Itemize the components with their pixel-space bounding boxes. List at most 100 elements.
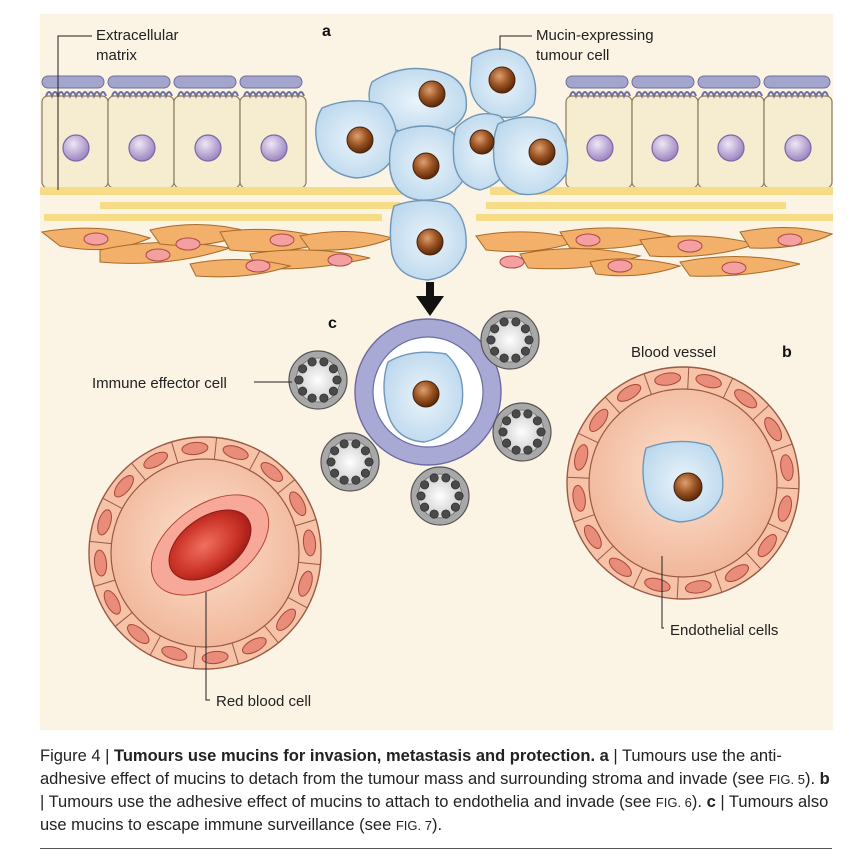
- label-mucin-tumour-cell-line1: Mucin-expressing: [536, 27, 654, 44]
- immune-effector-cell: [480, 310, 540, 370]
- granule: [360, 446, 370, 456]
- granule: [416, 491, 426, 501]
- vessel-left: [88, 436, 322, 670]
- granule: [351, 475, 361, 485]
- red-blood-cell: [150, 494, 270, 596]
- endothelial-nucleus: [242, 637, 267, 655]
- granule: [441, 473, 451, 483]
- figure-caption: Figure 4 | Tumours use mucins for invasi…: [40, 745, 830, 837]
- granule: [502, 416, 512, 426]
- caption-text-a: | Tumours use the anti-adhesive effect o…: [40, 747, 782, 788]
- endothelial-nucleus: [654, 372, 682, 386]
- endothelial-nucleus: [574, 444, 589, 471]
- granule: [298, 386, 308, 396]
- mucin-diagram: a b c Extracellular matrix Mucin-express…: [40, 14, 834, 730]
- invasion-arrow: [416, 282, 444, 316]
- extracellular-matrix-bands: [40, 187, 833, 221]
- granule: [351, 439, 361, 449]
- immune-effector-cells: [288, 310, 552, 526]
- vessel-right: [566, 366, 800, 600]
- endothelial-nucleus: [589, 408, 609, 432]
- label-mucin-tumour-cell-line2: tumour cell: [536, 47, 609, 64]
- granule: [490, 324, 500, 334]
- epithelium-right: [565, 75, 833, 189]
- granule: [420, 502, 430, 512]
- granule: [520, 324, 530, 334]
- endothelial-nucleus: [724, 564, 749, 583]
- endothelial-nucleus: [113, 475, 134, 498]
- panel-label-a: a: [322, 23, 331, 40]
- endothelial-nucleus: [298, 570, 313, 597]
- label-immune-effector-cell: Immune effector cell: [92, 375, 227, 392]
- granule: [499, 353, 509, 363]
- caption-text-c: | Tumours also use mucins to escape immu…: [40, 793, 829, 834]
- immune-effector-cell: [320, 432, 380, 492]
- granule: [498, 427, 508, 437]
- granule: [339, 475, 349, 485]
- endothelial-nucleus: [695, 374, 722, 389]
- granule: [523, 445, 533, 455]
- caption-sep-c: ).: [691, 793, 707, 811]
- granule: [330, 468, 340, 478]
- immune-effector-cell: [288, 350, 348, 410]
- endothelial-nucleus: [127, 624, 150, 645]
- caption-title: Tumours use mucins for invasion, metasta…: [113, 747, 596, 765]
- granule: [524, 335, 534, 345]
- immune-effector-cell: [492, 402, 552, 462]
- endothelial-cells: [89, 437, 321, 669]
- endothelial-nucleus: [572, 484, 586, 512]
- caption-tag-a: a: [595, 747, 609, 765]
- granule: [454, 491, 464, 501]
- granule: [420, 480, 430, 490]
- granule: [450, 502, 460, 512]
- endothelial-nucleus: [222, 445, 249, 460]
- endothelial-nucleus: [97, 509, 112, 536]
- granule: [532, 416, 542, 426]
- endothelial-nucleus: [161, 646, 188, 661]
- immune-ring: [354, 318, 502, 466]
- granule: [332, 375, 342, 385]
- endothelial-nucleus: [608, 557, 632, 577]
- caption-sep-b: ).: [804, 770, 820, 788]
- granule: [520, 346, 530, 356]
- granule: [450, 480, 460, 490]
- granule: [319, 393, 329, 403]
- caption-rule: [40, 848, 832, 849]
- granule: [339, 439, 349, 449]
- endothelial-nucleus: [777, 495, 792, 522]
- caption-end: ).: [431, 816, 443, 834]
- endothelial-nucleus: [93, 549, 108, 577]
- label-blood-vessel: Blood vessel: [631, 344, 716, 361]
- endothelial-nucleus: [201, 650, 229, 665]
- granule: [499, 317, 509, 327]
- stromal-nuclei: [83, 232, 803, 275]
- endothelial-nucleus: [181, 441, 209, 456]
- granule: [511, 409, 521, 419]
- caption-ref-fig5: FIG. 5: [768, 772, 805, 787]
- granule: [298, 364, 308, 374]
- caption-ref-fig7: FIG. 7: [395, 818, 432, 833]
- granule: [326, 457, 336, 467]
- granule: [523, 409, 533, 419]
- panel-label-b: b: [782, 344, 792, 361]
- granule: [328, 386, 338, 396]
- caption-tag-c: c: [706, 793, 716, 811]
- endothelial-nucleus: [617, 383, 642, 402]
- caption-tag-b: b: [819, 770, 830, 788]
- granule: [441, 509, 451, 519]
- label-endothelial-cells: Endothelial cells: [670, 622, 778, 639]
- caption-text-b: | Tumours use the adhesive effect of muc…: [40, 793, 656, 811]
- tumour-nuclei: [346, 66, 556, 256]
- endothelial-nucleus: [289, 491, 307, 516]
- endothelial-nucleus: [103, 590, 121, 615]
- granule: [502, 438, 512, 448]
- granule: [536, 427, 546, 437]
- endothelial-nucleus: [302, 529, 317, 557]
- granule: [511, 353, 521, 363]
- endothelial-cells: [567, 367, 799, 599]
- granule: [486, 335, 496, 345]
- label-extracellular-matrix-line1: Extracellular: [96, 27, 179, 44]
- endothelial-nucleus: [780, 454, 794, 482]
- granule: [307, 393, 317, 403]
- endothelial-nucleus: [644, 577, 671, 592]
